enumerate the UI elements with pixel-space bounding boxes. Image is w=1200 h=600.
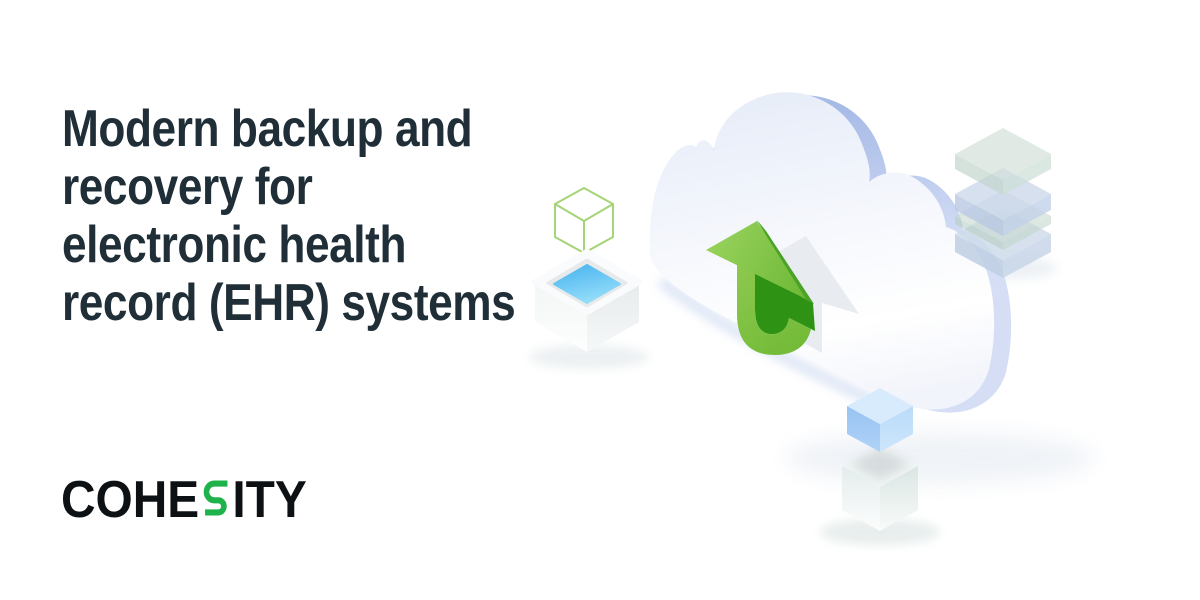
headline-line-1: Modern backup and	[62, 100, 473, 158]
ingest-box-right-face	[587, 282, 639, 352]
cube-drop-shadow	[850, 448, 910, 480]
storage-stack-icon	[955, 128, 1051, 278]
headline-line-3: electronic health	[62, 216, 407, 274]
data-cube-right-face	[880, 406, 913, 452]
server-box	[842, 445, 918, 531]
logo-s-icon	[203, 480, 228, 516]
data-cube-left-face	[847, 406, 880, 452]
cloud-face	[649, 92, 995, 410]
arrow-edge	[757, 220, 814, 304]
logo-suffix: ITY	[232, 471, 307, 529]
stack-slab-top	[955, 128, 1051, 195]
wireframe-cube-icon	[554, 187, 614, 254]
headline-line-2: recovery for	[62, 158, 313, 216]
arrow-shaft	[737, 262, 811, 355]
headline: Modern backup and recovery for electroni…	[62, 100, 516, 332]
data-cube-icon	[847, 388, 913, 452]
ingest-box	[532, 249, 642, 352]
headline-line-4: record (EHR) systems	[62, 274, 516, 332]
arrow-head	[706, 221, 806, 299]
server-box-right-face	[880, 466, 918, 531]
logo-prefix: COHE	[61, 471, 200, 529]
ingest-box-port	[553, 264, 621, 304]
data-cube-top-face	[847, 388, 913, 424]
upload-arrow-icon	[706, 220, 815, 355]
arrow-inner-dark	[755, 270, 815, 335]
cohesity-logo: COHE ITY	[61, 470, 307, 530]
server-box-left-face	[842, 466, 880, 531]
ingest-box-left-face	[535, 282, 587, 352]
